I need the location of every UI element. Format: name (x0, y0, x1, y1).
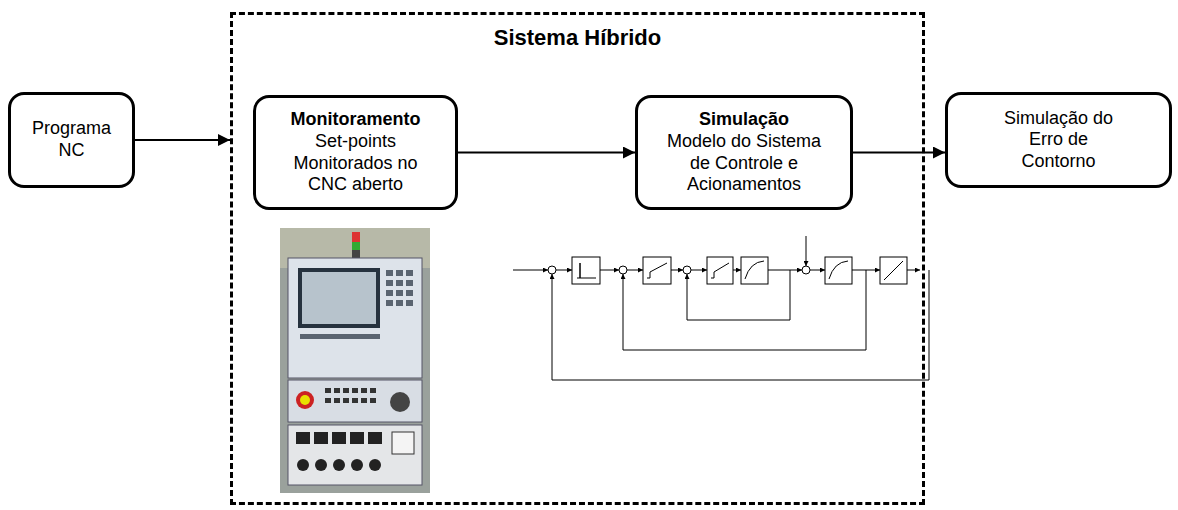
box-label: Simulação do Erro de Contorno (994, 108, 1123, 173)
cnc-panel-photo (280, 228, 430, 493)
group-boundary: Sistema HíbridoMonitoramentoSet-points M… (230, 12, 925, 505)
box-label: Programa NC (29, 118, 114, 161)
process-box: SimulaçãoModelo do Sistema de Controle e… (635, 95, 853, 210)
control-block-diagram (513, 236, 929, 380)
box-body: Modelo do Sistema de Controle e Acioname… (666, 131, 822, 196)
box-heading: Monitoramento (291, 109, 421, 131)
flow-arrow (853, 152, 945, 154)
box-body: Set-points Monitorados no CNC aberto (280, 131, 431, 196)
box-heading: Simulação (699, 109, 789, 131)
process-box: Simulação do Erro de Contorno (945, 92, 1172, 188)
flow-arrow (458, 152, 635, 154)
process-box: MonitoramentoSet-points Monitorados no C… (253, 95, 458, 210)
group-title: Sistema Híbrido (494, 19, 661, 51)
process-box: Programa NC (8, 92, 135, 188)
flow-arrow (135, 139, 230, 141)
